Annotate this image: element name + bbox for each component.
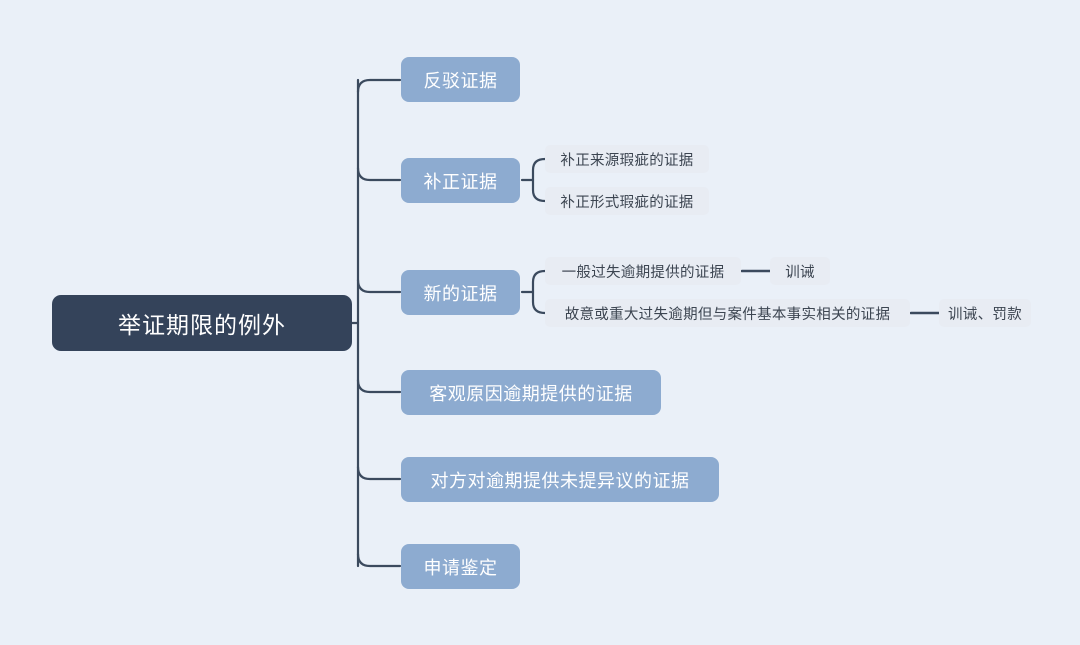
leaf-node-label: 一般过失逾期提供的证据 xyxy=(561,264,725,281)
branch-node-label: 反驳证据 xyxy=(423,70,498,91)
leaf-node-label: 补正来源瑕疵的证据 xyxy=(560,152,694,169)
leaf-node-yiban-guoshi[interactable]: 一般过失逾期提供的证据 xyxy=(545,257,741,285)
root-node-label: 举证期限的例外 xyxy=(118,312,286,338)
branch-node-label: 补正证据 xyxy=(423,171,498,192)
connector-branch-5 xyxy=(356,465,402,481)
leaf-node-label: 训诫、罚款 xyxy=(948,306,1022,323)
branch-node-label: 申请鉴定 xyxy=(423,557,498,578)
branch-node-label: 客观原因逾期提供的证据 xyxy=(429,383,633,404)
leaf-node-xunjie-fakuan[interactable]: 训诫、罚款 xyxy=(939,299,1031,327)
branch-node-fanbo-zhengju[interactable]: 反驳证据 xyxy=(401,57,520,102)
connector-branch-1 xyxy=(356,78,402,94)
branch-node-label: 新的证据 xyxy=(423,283,498,304)
leaf-node-label: 故意或重大过失逾期但与案件基本事实相关的证据 xyxy=(564,306,891,323)
leaf-node-guyi-zhongda-guoshi[interactable]: 故意或重大过失逾期但与案件基本事实相关的证据 xyxy=(545,299,910,327)
root-node[interactable]: 举证期限的例外 xyxy=(52,295,352,351)
branch-node-duifang-wuyiyi[interactable]: 对方对逾期提供未提异议的证据 xyxy=(401,457,719,502)
branch-node-xinde-zhengju[interactable]: 新的证据 xyxy=(401,270,520,315)
connector-branch-4 xyxy=(356,378,402,394)
leaf-node-label: 补正形式瑕疵的证据 xyxy=(560,194,694,211)
branch-node-buzheng-zhengju[interactable]: 补正证据 xyxy=(401,158,520,203)
leaf-node-buzheng-xingshi[interactable]: 补正形式瑕疵的证据 xyxy=(545,187,709,215)
branch-node-keguan-yuanyin[interactable]: 客观原因逾期提供的证据 xyxy=(401,370,661,415)
connector-branch-6 xyxy=(356,552,402,568)
branch-node-shenqing-jianding[interactable]: 申请鉴定 xyxy=(401,544,520,589)
leaf-node-xunjie[interactable]: 训诫 xyxy=(770,257,830,285)
branch-node-label: 对方对逾期提供未提异议的证据 xyxy=(430,470,690,491)
leaf-node-buzheng-laiyuan[interactable]: 补正来源瑕疵的证据 xyxy=(545,145,709,173)
connector-branch-3 xyxy=(356,278,402,294)
connector-sub-3-bracket xyxy=(531,269,547,315)
leaf-node-label: 训诫 xyxy=(785,264,815,281)
connector-sub-2-bracket xyxy=(531,157,547,203)
connector-branch-2 xyxy=(356,166,402,182)
